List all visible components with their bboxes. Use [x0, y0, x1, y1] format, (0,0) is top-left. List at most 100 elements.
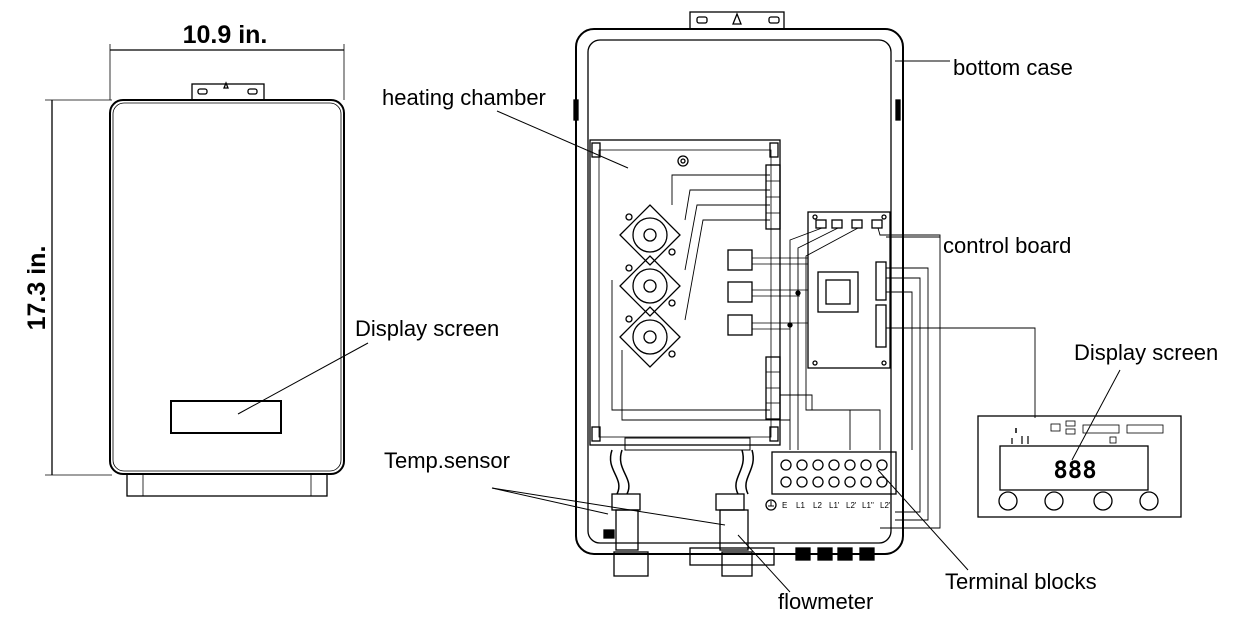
heating-chamber-label: heating chamber: [382, 85, 546, 110]
terminal-block-outline: [771, 451, 897, 495]
bracket-slot: [197, 88, 208, 95]
relay: [727, 281, 753, 303]
heating-element-3: [619, 306, 681, 368]
relay: [727, 249, 753, 271]
front-cover-inner-edge: [112, 102, 342, 472]
display-component: [1050, 423, 1061, 432]
element-bolt: [625, 315, 633, 323]
bottom-base: [126, 473, 328, 497]
bottom-case-label: bottom case: [953, 55, 1073, 80]
bracket-slot: [696, 16, 708, 24]
board-wire: [789, 227, 823, 450]
board-connector-side: [875, 261, 887, 301]
terminal-label-e: E: [782, 501, 787, 510]
flowmeter-label: flowmeter: [778, 589, 873, 614]
relay-wires: [752, 257, 808, 330]
mount-slot: [591, 142, 601, 158]
display-screen-label-left: Display screen: [355, 316, 499, 341]
terminal-label-l2: L2: [813, 501, 822, 510]
display-readout: 888: [1053, 456, 1096, 484]
display-component: [1065, 420, 1076, 427]
board-mount-hole: [881, 214, 887, 220]
outlet-fitting-nut: [715, 493, 745, 511]
display-cable: [886, 327, 1036, 418]
temp-sensor-body: [603, 529, 615, 539]
terminal-label-l2-prime: L2': [846, 501, 857, 510]
relay: [727, 314, 753, 336]
terminal-block: [765, 451, 897, 511]
display-screen-label-right: Display screen: [1074, 340, 1218, 365]
board-connector: [831, 219, 843, 229]
bottom-case-outer: [575, 28, 904, 555]
temp-sensor-label: Temp.sensor: [384, 448, 510, 473]
heating-chamber: [589, 139, 790, 446]
element-disc: [632, 319, 668, 355]
element-bolt: [625, 213, 633, 221]
transformer: [817, 271, 859, 313]
chamber-bottom-rail: [624, 437, 751, 451]
side-tab: [895, 99, 901, 121]
board-mount-hole: [881, 360, 887, 366]
water-inlet-pipe: [613, 551, 649, 577]
element-center: [643, 279, 657, 293]
terminal-label-l1-double-prime: L1'': [862, 501, 874, 510]
display-component: [1126, 424, 1164, 434]
element-wire: [621, 350, 790, 421]
element-flange: [619, 204, 681, 266]
terminal-label-l2-double-prime: L2'': [880, 501, 892, 510]
control-board-label: control board: [943, 233, 1071, 258]
display-button-3: [1093, 491, 1113, 511]
board-mount-hole: [812, 360, 818, 366]
flowmeter-leader: [737, 534, 791, 593]
hanger-hook: [732, 12, 742, 25]
display-button-2: [1044, 491, 1064, 511]
board-wire: [877, 227, 941, 529]
display-button-4: [1139, 491, 1159, 511]
display-screen-window: [170, 400, 282, 434]
hanger-hook: [223, 81, 229, 89]
bottom-bracket: [689, 547, 775, 566]
terminal-blocks-leader: [877, 469, 969, 571]
display-screen-leader-right: [1071, 369, 1121, 461]
temp-sensor-leader-1: [491, 487, 609, 515]
terminal-screws-top: [780, 459, 888, 471]
terminal-blocks-label: Terminal blocks: [945, 569, 1097, 594]
bottom-case-inner: [587, 39, 892, 544]
flowmeter-body: [719, 509, 749, 551]
board-connector: [815, 219, 827, 229]
element-flange: [619, 306, 681, 368]
display-component: [1109, 436, 1117, 444]
mount-slot: [769, 426, 779, 442]
element-bolt: [625, 264, 633, 272]
wire-junction: [787, 322, 793, 328]
inlet-fitting-body: [615, 509, 639, 551]
lcd-window: [999, 445, 1149, 491]
element-bolt: [668, 350, 676, 358]
board-wire: [886, 291, 913, 450]
width-dimension-label: 10.9 in.: [183, 21, 268, 49]
cable-glands: [795, 547, 875, 561]
element-disc: [632, 217, 668, 253]
display-component: [1082, 424, 1120, 434]
chamber-screw-center: [680, 158, 686, 164]
display-screen-leader-left: [237, 342, 369, 415]
bracket-slot: [768, 16, 780, 24]
element-wire: [684, 204, 770, 271]
board-connector: [851, 219, 863, 229]
element-flange: [619, 255, 681, 317]
relays: [727, 249, 808, 336]
element-wire: [684, 189, 770, 221]
exterior-view: [45, 44, 369, 497]
outlet-hose: [745, 449, 754, 495]
board-wire: [886, 267, 929, 521]
control-board-outline: [807, 211, 891, 369]
element-wire: [684, 219, 770, 321]
wire-junction: [795, 290, 801, 296]
heater-front-cover: [109, 99, 345, 475]
mount-slot: [591, 426, 601, 442]
inlet-hose: [619, 449, 630, 495]
element-disc: [632, 268, 668, 304]
water-outlet-pipe: [721, 551, 753, 577]
